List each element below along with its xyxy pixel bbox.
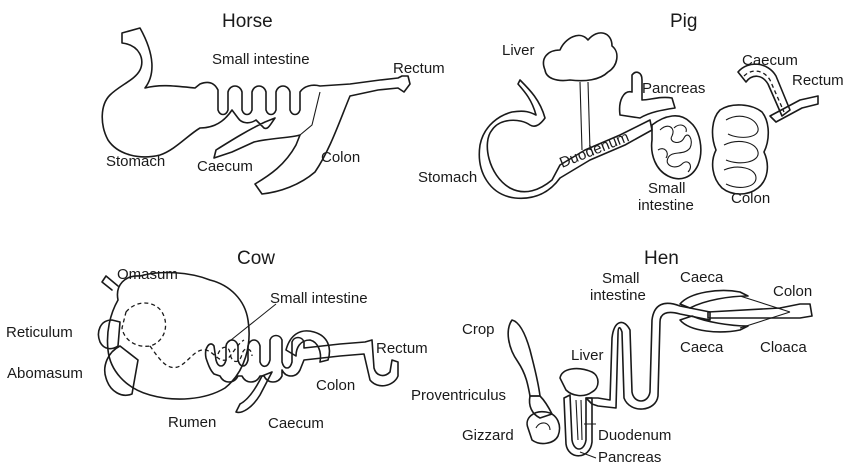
- hen-pancreas-inner: [576, 400, 582, 440]
- pig-colon-spirals: [724, 116, 758, 187]
- cow-label-abomasum: Abomasum: [7, 365, 83, 382]
- horse-label-small-intestine: Small intestine: [212, 51, 310, 68]
- cow-label-rectum: Rectum: [376, 340, 428, 357]
- pig-caecum: [738, 64, 790, 116]
- cow-label-reticulum: Reticulum: [6, 324, 73, 341]
- pig-label-colon: Colon: [731, 190, 770, 207]
- hen-label-caeca-bottom: Caeca: [680, 339, 724, 356]
- cow-leader-small-intestine: [226, 304, 276, 344]
- horse-inner-fold: [300, 92, 320, 135]
- cow-esophagus: [102, 276, 118, 290]
- hen-label-caeca-top: Caeca: [680, 269, 724, 286]
- hen-label-pancreas: Pancreas: [598, 449, 661, 466]
- hen-label-liver: Liver: [571, 347, 604, 364]
- pig-colon: [713, 105, 769, 194]
- cow-label-rumen: Rumen: [168, 414, 216, 431]
- horse-label-stomach: Stomach: [106, 153, 165, 170]
- pig-label-pancreas: Pancreas: [642, 80, 705, 97]
- hen-gizzard-inner: [536, 423, 550, 430]
- pig-label-duodenum: Duodenum: [557, 128, 631, 171]
- hen-label-crop: Crop: [462, 321, 495, 338]
- pig-small-intestine-coils: [658, 125, 691, 172]
- hen-diagram: Hen Small intestine Caeca Colon Crop Liv…: [411, 248, 812, 466]
- hen-label-proventriculus: Proventriculus: [411, 387, 506, 404]
- pig-liver: [543, 33, 616, 81]
- hen-colon-lines: [740, 296, 790, 328]
- cow-diagram: Cow Omasum Small intestine Reticulum Abo…: [6, 248, 428, 432]
- cow-omasum: [122, 303, 166, 346]
- cow-title: Cow: [237, 248, 275, 269]
- pig-label-stomach: Stomach: [418, 169, 477, 186]
- hen-duodenum-pancreas: [564, 395, 592, 456]
- horse-label-rectum: Rectum: [393, 60, 445, 77]
- cow-label-colon: Colon: [316, 377, 355, 394]
- horse-label-caecum: Caecum: [197, 158, 253, 175]
- horse-label-colon: Colon: [321, 149, 360, 166]
- hen-crop: [508, 320, 540, 396]
- pig-label-rectum: Rectum: [792, 72, 844, 89]
- horse-title: Horse: [222, 11, 273, 32]
- hen-label-cloaca: Cloaca: [760, 339, 807, 356]
- cow-label-omasum: Omasum: [117, 266, 178, 283]
- cow-rumen: [107, 273, 249, 400]
- cow-abomasum-path: [150, 340, 244, 368]
- pig-label-intestine: intestine: [638, 197, 694, 214]
- cow-label-caecum: Caecum: [268, 415, 324, 432]
- cow-abomasum: [105, 346, 138, 395]
- hen-title: Hen: [644, 248, 679, 269]
- horse-diagram: Horse Small intestine Rectum Stomach Cae…: [102, 11, 444, 194]
- hen-label-duodenum: Duodenum: [598, 427, 671, 444]
- cow-label-small-intestine: Small intestine: [270, 290, 368, 307]
- pig-label-small: Small: [648, 180, 686, 197]
- pig-small-intestine: [652, 116, 701, 179]
- pig-label-caecum: Caecum: [742, 52, 798, 69]
- hen-label-intestine: intestine: [590, 287, 646, 304]
- pig-rectum: [770, 96, 818, 122]
- pig-label-liver: Liver: [502, 42, 535, 59]
- hen-colon: [708, 304, 812, 318]
- hen-label-gizzard: Gizzard: [462, 427, 514, 444]
- pig-diagram: Pig Liver Caecum Rectum Pancreas Stomach…: [418, 11, 844, 214]
- hen-small-intestine: [586, 303, 710, 409]
- hen-label-small: Small: [602, 270, 640, 287]
- hen-caeca-top: [680, 291, 748, 309]
- pig-title: Pig: [670, 11, 697, 32]
- hen-label-colon: Colon: [773, 283, 812, 300]
- hen-liver: [560, 369, 598, 396]
- cow-caecum: [236, 372, 272, 412]
- pig-bile-duct: [580, 82, 590, 150]
